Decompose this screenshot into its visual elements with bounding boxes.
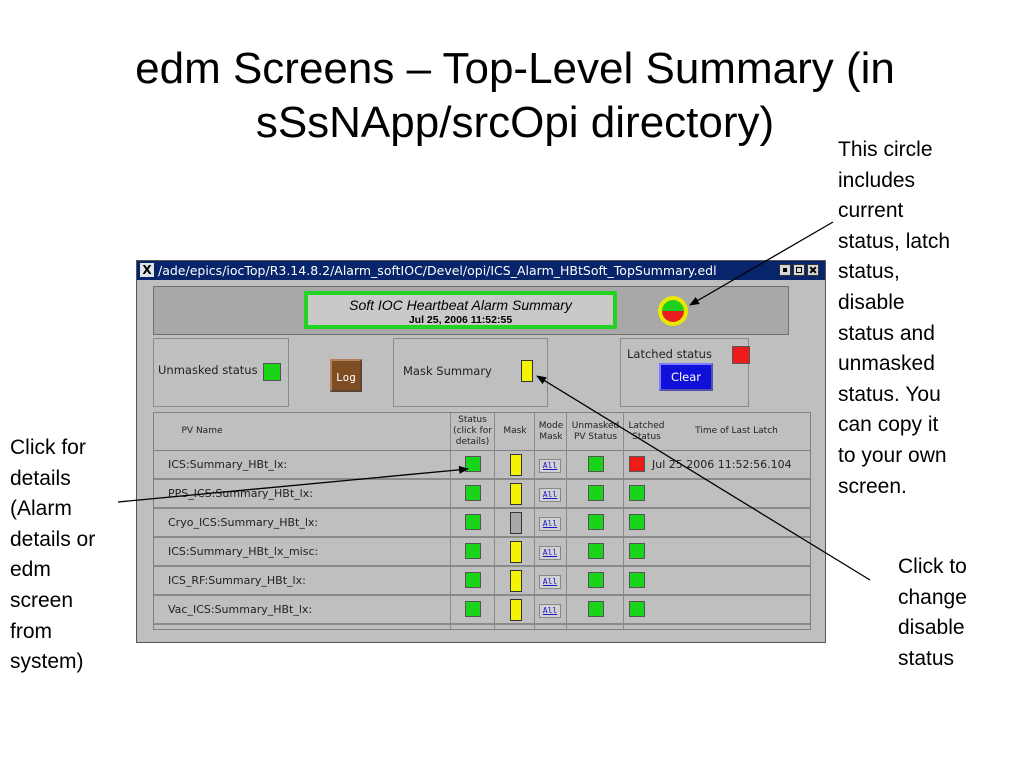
pv-name: Vac_ICS:Summary_HBt_lx:	[168, 603, 313, 616]
pv-name: ICS:Summary_HBt_lx_misc:	[168, 545, 319, 558]
unmasked-pv-status-indicator	[588, 485, 604, 501]
unmasked-status-label: Unmasked status	[158, 363, 258, 377]
column-divider	[534, 413, 535, 629]
mask-indicator[interactable]	[510, 599, 522, 621]
maximize-icon[interactable]	[793, 264, 805, 276]
header-title-box: Soft IOC Heartbeat Alarm Summary Jul 25,…	[304, 291, 617, 329]
mask-summary-indicator[interactable]	[521, 360, 533, 382]
unmasked-pv-status-indicator	[588, 543, 604, 559]
status-indicator[interactable]	[465, 514, 481, 530]
summary-title: Soft IOC Heartbeat Alarm Summary	[349, 297, 572, 313]
col-pv-name: PV Name	[181, 426, 223, 436]
mask-summary-group: Mask Summary	[393, 338, 548, 407]
annotation-details-note: Click for details (Alarm details or edm …	[10, 436, 96, 674]
mode-mask-all-button[interactable]: All	[539, 604, 561, 618]
mask-summary-label: Mask Summary	[403, 364, 492, 378]
header-panel: Soft IOC Heartbeat Alarm Summary Jul 25,…	[153, 286, 789, 335]
minimize-icon[interactable]	[779, 264, 791, 276]
table-header: PV Name Status (click for details) Mask …	[154, 413, 810, 451]
latched-status-indicator	[629, 514, 645, 530]
latch-time: Jul 25 2006 11:52:56.104	[652, 458, 792, 471]
unmasked-status-group: Unmasked status	[153, 338, 289, 407]
column-divider	[450, 413, 451, 629]
clear-button[interactable]: Clear	[659, 363, 713, 391]
col-latched-status: Latched Status	[628, 420, 665, 442]
latched-status-indicator	[629, 572, 645, 588]
close-icon[interactable]	[807, 264, 819, 276]
window-titlebar[interactable]: X /ade/epics/iocTop/R3.14.8.2/Alarm_soft…	[137, 261, 825, 280]
latched-status-indicator	[629, 543, 645, 559]
table-row: Vac_ICS:Summary_HBt_lx: All	[154, 596, 810, 625]
window-title: /ade/epics/iocTop/R3.14.8.2/Alarm_softIO…	[158, 263, 717, 278]
log-button[interactable]: Log	[330, 359, 362, 392]
mode-mask-all-button[interactable]: All	[539, 575, 561, 589]
mode-mask-all-button[interactable]: All	[539, 488, 561, 502]
pv-name: PPS_ICS:Summary_HBt_lx:	[168, 487, 313, 500]
annotation-mask-note: Click to change disable status	[898, 555, 967, 670]
summary-status-circle[interactable]	[658, 296, 688, 326]
pv-table: PV Name Status (click for details) Mask …	[153, 412, 811, 630]
status-circle-inner	[662, 300, 684, 322]
mode-mask-all-button[interactable]: All	[539, 459, 561, 473]
latched-status-indicator	[629, 601, 645, 617]
latched-status-indicator	[629, 485, 645, 501]
unmasked-pv-status-indicator	[588, 514, 604, 530]
col-status: Status (click for details)	[453, 415, 492, 447]
edm-window: X /ade/epics/iocTop/R3.14.8.2/Alarm_soft…	[136, 260, 826, 643]
mask-indicator[interactable]	[510, 483, 522, 505]
mode-mask-all-button[interactable]: All	[539, 546, 561, 560]
mask-indicator[interactable]	[510, 570, 522, 592]
unmasked-pv-status-indicator	[588, 456, 604, 472]
status-indicator[interactable]	[465, 543, 481, 559]
latched-status-group: Latched status Clear	[620, 338, 750, 407]
column-divider	[494, 413, 495, 629]
unmasked-status-indicator	[263, 363, 281, 381]
status-indicator[interactable]	[465, 456, 481, 472]
table-row: PPS_ICS:Summary_HBt_lx: All	[154, 480, 810, 509]
summary-date: Jul 25, 2006 11:52:55	[408, 314, 513, 326]
pv-name: ICS:Summary_HBt_lx:	[168, 458, 288, 471]
status-indicator[interactable]	[465, 601, 481, 617]
table-row: ICS:Summary_HBt_lx: All Jul 25 2006 11:52:…	[154, 451, 810, 480]
latched-status-indicator	[629, 456, 645, 472]
mask-indicator[interactable]	[510, 454, 522, 476]
table-row: ICS:Summary_HBt_lx_misc: All	[154, 538, 810, 567]
mode-mask-all-button[interactable]: All	[539, 517, 561, 531]
unmasked-pv-status-indicator	[588, 572, 604, 588]
pv-name: Cryo_ICS:Summary_HBt_lx:	[168, 516, 319, 529]
col-mode-mask: Mode Mask	[538, 420, 564, 442]
mask-indicator[interactable]	[510, 541, 522, 563]
pv-name: ICS_RF:Summary_HBt_lx:	[168, 574, 306, 587]
status-indicator[interactable]	[465, 485, 481, 501]
latched-status-label: Latched status	[627, 347, 712, 361]
col-mask: Mask	[503, 426, 527, 436]
col-unmasked-pv-status: Unmasked PV Status	[571, 420, 620, 442]
status-indicator[interactable]	[465, 572, 481, 588]
unmasked-pv-status-indicator	[588, 601, 604, 617]
latched-status-indicator	[732, 346, 750, 364]
x-window-icon[interactable]: X	[140, 263, 154, 277]
mask-indicator[interactable]	[510, 512, 522, 534]
col-time-of-last-latch: Time of Last Latch	[695, 426, 778, 436]
table-row: ICS_RF:Summary_HBt_lx: All	[154, 567, 810, 596]
slide-title: edm Screens – Top-Level Summary (in sSsN…	[135, 44, 895, 147]
table-row: Cryo_ICS:Summary_HBt_lx: All	[154, 509, 810, 538]
annotation-circle-note: This circle includes current status, lat…	[838, 138, 951, 498]
